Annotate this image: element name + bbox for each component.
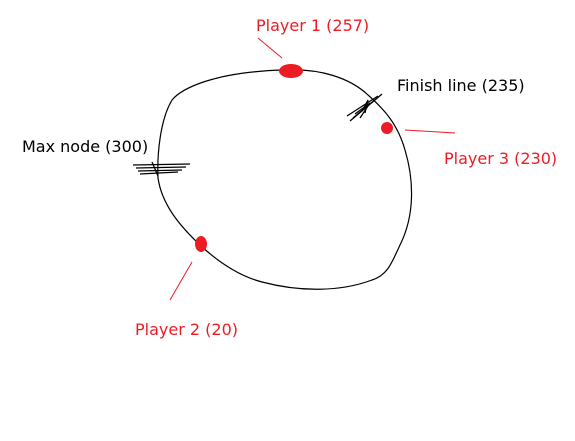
- finish-line-label: Finish line (235): [397, 76, 525, 95]
- player-1-leader: [257, 37, 283, 59]
- max-node-mark: [132, 161, 191, 177]
- player-3-leader: [404, 129, 456, 134]
- track-loop: [157, 69, 413, 290]
- player-3-label: Player 3 (230): [444, 149, 557, 168]
- player-1-label: Player 1 (257): [256, 16, 369, 35]
- player-2-marker: [195, 236, 207, 252]
- player-2-leader: [169, 261, 193, 301]
- player-2-label: Player 2 (20): [135, 320, 238, 339]
- finish-line-mark: [346, 93, 383, 122]
- max-node-label: Max node (300): [22, 137, 148, 156]
- player-1-marker: [279, 64, 303, 78]
- player-3-marker: [381, 122, 393, 134]
